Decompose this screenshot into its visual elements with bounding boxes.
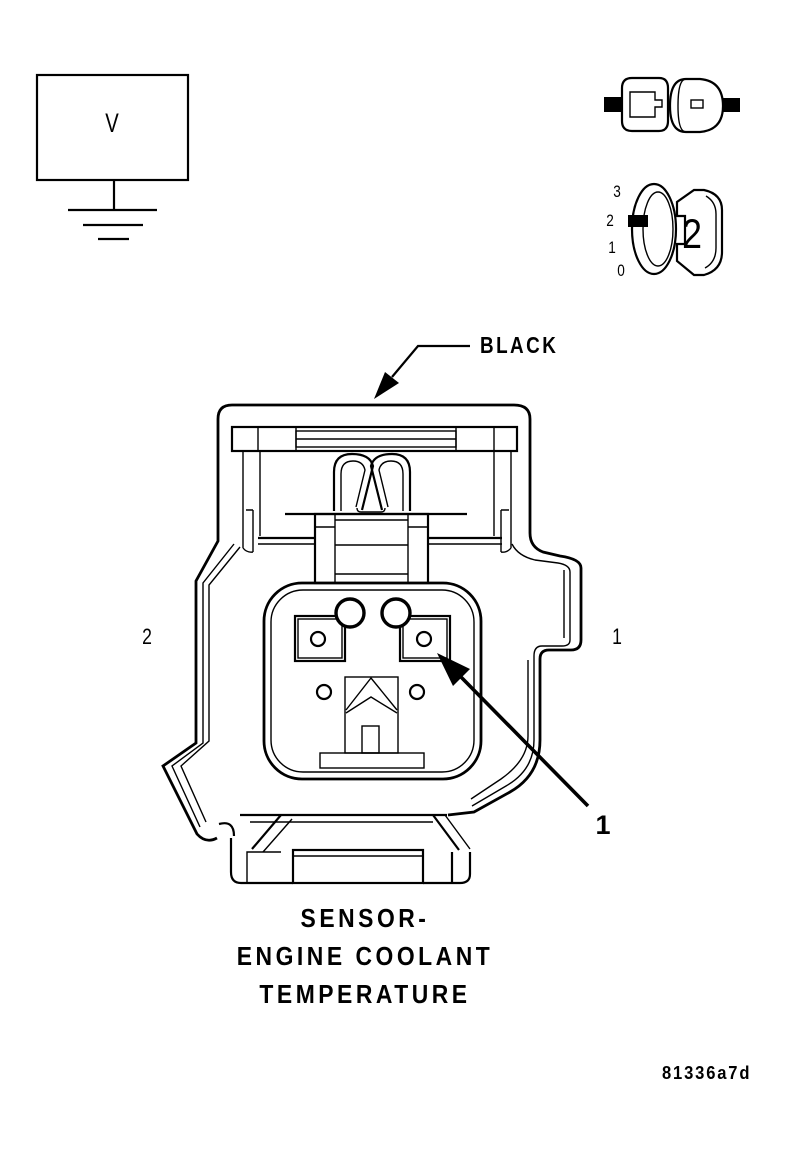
voltmeter-symbol — [35, 73, 190, 241]
keyway — [319, 676, 425, 769]
cavity-1-label: 1 — [612, 624, 622, 649]
center-block — [258, 512, 502, 585]
voltmeter-label: V — [105, 108, 119, 138]
locking-prongs — [285, 452, 467, 516]
cavity-gauge-icon — [628, 182, 724, 277]
terminal-1-square — [398, 614, 452, 663]
figure-code: 81336a7d — [662, 1063, 752, 1083]
terminal-2-square — [293, 614, 347, 663]
latch-bar — [230, 425, 519, 553]
gauge-scale-3: 3 — [613, 182, 621, 201]
gauge-scale-0: 0 — [617, 261, 625, 280]
gauge-cavity-count: 2 — [682, 210, 702, 257]
connector-pair-icon — [604, 76, 740, 134]
black-wire-arrow — [374, 344, 470, 399]
seal-hole-right — [380, 597, 412, 629]
terminal-cavity — [262, 581, 483, 781]
gauge-scale-2: 2 — [606, 211, 614, 230]
ground-icon — [68, 180, 157, 241]
connector-color-label: BLACK — [480, 332, 559, 358]
connector-base — [218, 813, 472, 885]
caption-line-3: TEMPERATURE — [259, 979, 471, 1009]
caption-line-1: SENSOR- — [300, 903, 430, 933]
terminal-1-arrow — [437, 653, 590, 808]
terminal-1-callout: 1 — [595, 810, 611, 840]
cavity-2-label: 2 — [142, 624, 152, 649]
seal-hole-left — [334, 597, 366, 629]
gauge-scale-1: 1 — [608, 238, 616, 257]
connector-face-drawing — [161, 403, 583, 885]
connector-shell-outline — [161, 403, 583, 842]
caption-line-2: ENGINE COOLANT — [236, 941, 494, 971]
